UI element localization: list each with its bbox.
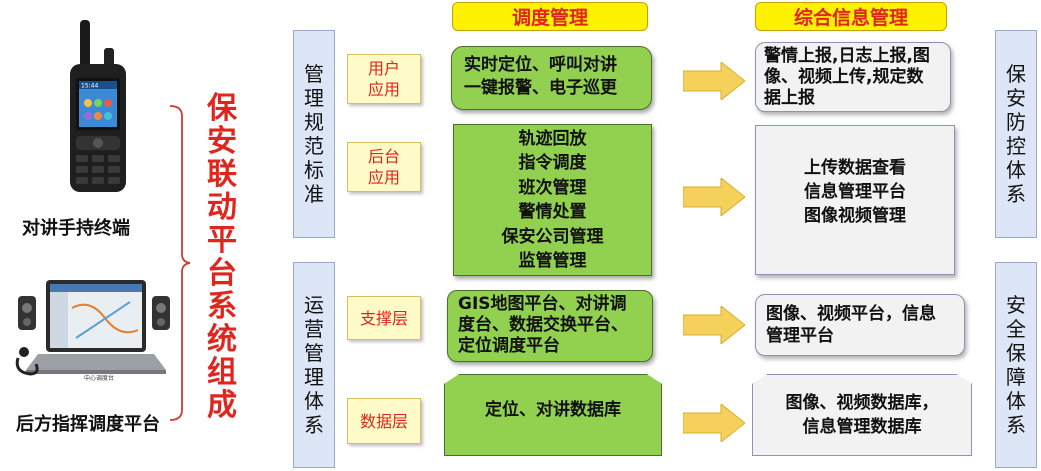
tag-backend-app: 后台 应用 — [347, 142, 421, 192]
tag-line: 数据层 — [359, 411, 408, 431]
tag-line: 支撑层 — [359, 308, 408, 328]
column-char: 营 — [304, 317, 324, 341]
dispatch-user-box: 实时定位、呼叫对讲 一键报警、电子巡更 — [451, 46, 652, 110]
box-line: 像、视频上传,规定数 — [764, 67, 924, 87]
box-line: 信息管理平台 — [804, 182, 906, 202]
title-char: 统 — [207, 322, 237, 357]
box-line: 度台、数据交换平台、 — [458, 315, 628, 335]
tag-line: 用户 — [367, 59, 400, 78]
title-char: 安 — [207, 124, 237, 159]
title-char: 动 — [207, 190, 237, 225]
column-char: 保 — [1006, 62, 1026, 86]
box-line: 班次管理 — [518, 177, 587, 198]
column-safety: 安 全 保 障 体 系 — [995, 262, 1037, 468]
header-info: 综合信息管理 — [755, 2, 947, 31]
box-line: 一键报警、电子巡更 — [464, 78, 617, 98]
walkie-talkie-icon: 15:44 — [62, 18, 132, 193]
box-line: 据上报 — [764, 88, 815, 108]
box-line: 轨迹回放 — [518, 128, 587, 149]
column-char: 控 — [1006, 134, 1026, 158]
terminal-label: 对讲手持终端 — [22, 218, 130, 239]
system-title: 保 安 联 动 平 台 系 统 组 成 — [202, 92, 242, 422]
box-line: 实时定位、呼叫对讲 — [464, 55, 617, 75]
tag-data-layer: 数据层 — [347, 398, 421, 444]
title-char: 系 — [207, 289, 237, 324]
bracket-connector — [168, 104, 192, 422]
column-char: 准 — [304, 182, 324, 206]
info-user-box: 警情上报,日志上报,图 像、视频上传,规定数 据上报 — [755, 42, 951, 112]
column-char: 运 — [304, 293, 324, 317]
column-char: 体 — [1006, 158, 1026, 182]
laptop-workstation-icon: 中心调度台 — [10, 278, 180, 384]
box-line: 定位、对讲数据库 — [485, 400, 621, 420]
column-security: 保 安 防 控 体 系 — [995, 30, 1037, 238]
column-char: 体 — [1006, 389, 1026, 413]
arrow-right-icon — [683, 306, 745, 344]
tag-line: 后台 — [367, 147, 400, 166]
tag-line: 应用 — [367, 80, 400, 99]
dispatch-backend-box: 轨迹回放 指令调度 班次管理 警情处置 保安公司管理 监管管理 — [453, 124, 652, 276]
phone-time: 15:44 — [81, 83, 98, 90]
header-dispatch: 调度管理 — [452, 2, 648, 31]
column-char: 系 — [1006, 413, 1026, 437]
column-char: 标 — [304, 158, 324, 182]
column-char: 全 — [1006, 317, 1026, 341]
column-char: 管 — [304, 62, 324, 86]
box-line: 定位调度平台 — [458, 336, 560, 356]
info-backend-box: 上传数据查看 信息管理平台 图像视频管理 — [755, 125, 955, 275]
title-char: 成 — [207, 388, 237, 423]
column-char: 理 — [304, 365, 324, 389]
arrow-right-icon — [683, 404, 745, 442]
box-line: 指令调度 — [518, 153, 587, 173]
title-char: 保 — [207, 91, 237, 126]
column-char: 理 — [304, 86, 324, 110]
column-char: 系 — [304, 413, 324, 437]
monitor-caption: 中心调度台 — [84, 374, 114, 382]
column-char: 保 — [1006, 341, 1026, 365]
box-line: 图像、视频平台，信息 — [766, 304, 936, 324]
arrow-right-icon — [683, 178, 745, 216]
column-char: 障 — [1006, 365, 1026, 389]
dispatch-support-box: GIS地图平台、对讲调 度台、数据交换平台、 定位调度平台 — [447, 290, 653, 362]
box-line: 管理平台 — [766, 326, 834, 346]
info-data-box: 图像、视频数据库， 信息管理数据库 — [752, 374, 972, 456]
column-char: 防 — [1006, 110, 1026, 134]
column-char: 管 — [304, 341, 324, 365]
arrow-right-icon — [683, 62, 745, 100]
box-line: 警情处置 — [518, 202, 587, 222]
title-char: 组 — [207, 355, 237, 390]
title-char: 平 — [207, 223, 237, 258]
column-char: 体 — [304, 389, 324, 413]
column-char: 安 — [1006, 86, 1026, 110]
info-support-box: 图像、视频平台，信息 管理平台 — [755, 294, 965, 356]
box-line: 图像视频管理 — [804, 206, 906, 226]
box-line: 保安公司管理 — [501, 226, 604, 247]
title-char: 联 — [207, 157, 237, 192]
column-char: 系 — [1006, 182, 1026, 206]
column-char: 安 — [1006, 293, 1026, 317]
box-line: 上传数据查看 — [804, 158, 906, 178]
box-line: 图像、视频数据库， — [785, 393, 939, 413]
tag-support-layer: 支撑层 — [347, 296, 421, 340]
box-line: 警情上报,日志上报,图 — [764, 46, 930, 66]
title-char: 台 — [207, 256, 237, 291]
box-line: GIS地图平台、对讲调 — [458, 294, 627, 314]
tag-line: 应用 — [367, 168, 400, 187]
column-char: 规 — [304, 110, 324, 134]
dispatch-data-box: 定位、对讲数据库 — [444, 374, 662, 456]
box-line: 监管管理 — [518, 251, 587, 271]
column-char: 范 — [304, 134, 324, 158]
column-ops-system: 运 营 管 理 体 系 — [293, 262, 335, 468]
column-mgmt-standard: 管 理 规 范 标 准 — [293, 30, 335, 238]
box-line: 信息管理数据库 — [802, 417, 922, 437]
platform-label: 后方指挥调度平台 — [16, 414, 160, 435]
tag-user-app: 用户 应用 — [347, 54, 421, 104]
